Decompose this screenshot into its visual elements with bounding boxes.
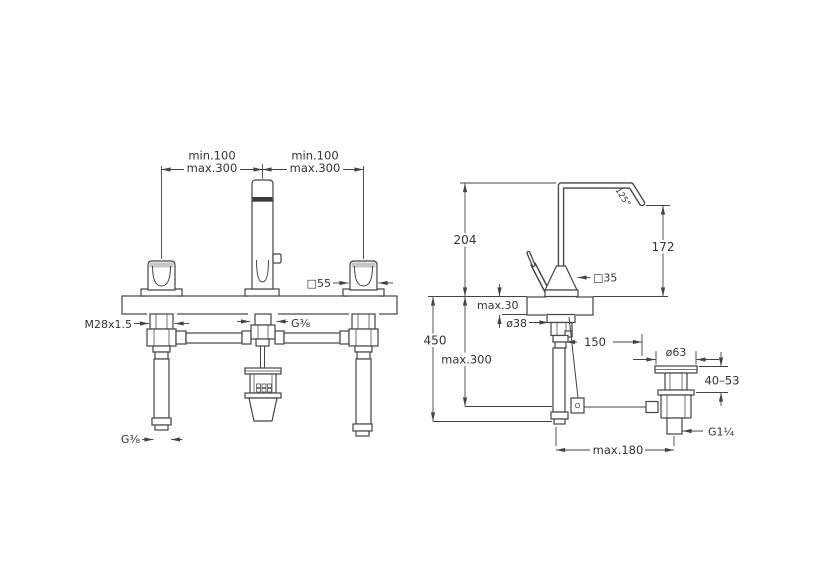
dim-label-span-right-min: min.100 [291, 149, 338, 163]
dim-label-spout-angle: 125° [612, 186, 632, 209]
dim-label-hose-thread: G⅜ [121, 433, 141, 446]
dim-label-height-spout: 204 [454, 233, 477, 247]
rod-lift-bracket [570, 397, 585, 414]
pop-up-waste [244, 367, 282, 422]
dim-label-shank-thread: M28x1.5 [85, 318, 133, 331]
right-view-dimensions: 204 172 125° □35 max.30 ø38 150 450 max.… [420, 182, 740, 457]
dim-label-body-size: □35 [593, 272, 617, 285]
right-handle [342, 260, 385, 297]
drain-tailpiece [666, 417, 683, 435]
left-handle [140, 260, 183, 297]
dim-label-height-outlet: 172 [652, 240, 675, 254]
dim-label-span-left-max: max.300 [187, 161, 238, 175]
side-under-deck [546, 313, 659, 425]
center-spout [244, 179, 282, 297]
dim-label-handle-size: □55 [307, 277, 331, 290]
side-faucet [526, 182, 646, 298]
dim-label-waste-dia: ø63 [666, 346, 687, 359]
flex-hose-right [355, 358, 372, 425]
left-view: min.100 max.300 min.100 max.300 □55 M28x… [85, 149, 398, 446]
faucet-body [544, 265, 578, 291]
left-valve-assembly [146, 313, 177, 431]
dim-label-hose-max: max.300 [441, 353, 492, 367]
right-view: 204 172 125° □35 max.30 ø38 150 450 max.… [420, 182, 740, 457]
dim-label-span-left-min: min.100 [188, 149, 235, 163]
dim-label-total-height: 450 [424, 334, 447, 348]
dim-label-hole-dia: ø38 [506, 317, 527, 330]
dim-label-rod-offset: 150 [584, 335, 606, 349]
drain-assembly [654, 365, 698, 435]
flex-hose-left [153, 358, 170, 419]
aerator-band [252, 197, 273, 202]
base-flange [544, 289, 579, 298]
pop-up-knob [272, 253, 282, 264]
dim-label-center-thread: G⅜ [291, 317, 311, 330]
dim-label-waste-range: 40–53 [704, 374, 739, 388]
dim-label-span-right-max: max.300 [290, 161, 341, 175]
pop-up-pull-rod [568, 316, 579, 399]
flex-hose-side [552, 347, 566, 413]
dim-label-reach-max: max.180 [593, 443, 644, 457]
dim-label-deck-max: max.30 [477, 299, 518, 312]
right-valve-assembly [348, 313, 379, 437]
dim-label-waste-thread: G1¼ [708, 426, 735, 439]
left-view-dimensions: min.100 max.300 min.100 max.300 □55 M28x… [85, 149, 393, 446]
rod-clevis [645, 400, 659, 414]
center-tee-assembly [250, 313, 276, 369]
